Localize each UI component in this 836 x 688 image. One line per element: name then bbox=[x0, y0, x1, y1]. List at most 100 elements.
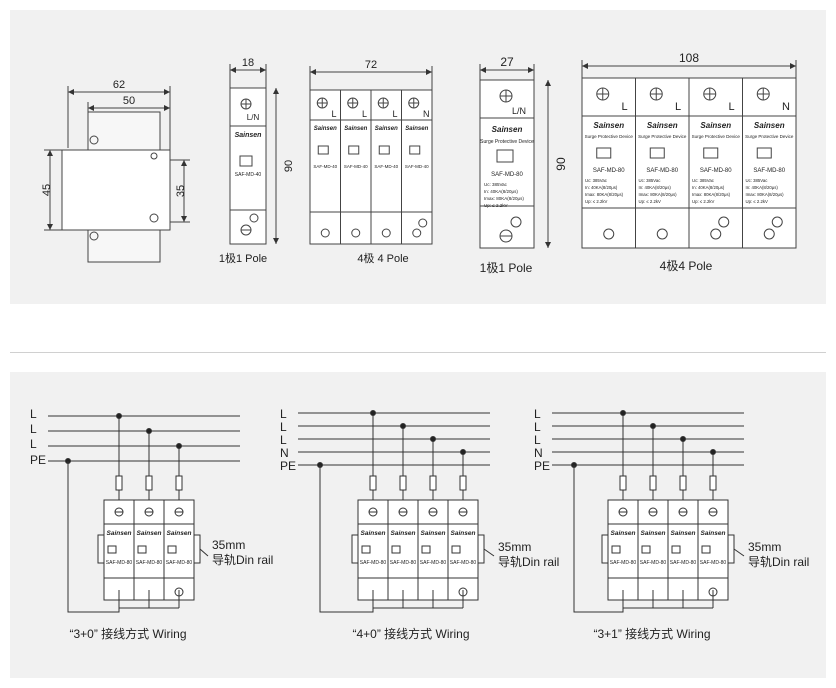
section-divider bbox=[10, 352, 826, 353]
pole-module bbox=[742, 77, 797, 249]
brand-label: Sainsen bbox=[361, 530, 386, 537]
pe-return-wire bbox=[573, 465, 624, 613]
spec-line: Up: ≤ 2.2kV bbox=[585, 199, 608, 204]
line-label-pe-b: PE bbox=[280, 459, 296, 473]
brand-label: Sainsen bbox=[754, 121, 785, 130]
brand-label: Sainsen bbox=[167, 530, 192, 537]
spec-in-1pole: In: 40KA(8/20μs) bbox=[484, 189, 518, 194]
model-1pole-large: SAF-MD-80 bbox=[491, 172, 523, 178]
line-label-n-c: N bbox=[534, 446, 543, 460]
spd-module bbox=[163, 499, 195, 601]
caption-wiring-3-0: “3+0” 接线方式 Wiring bbox=[69, 626, 186, 641]
terminal-screw-icon bbox=[763, 228, 775, 240]
spec-line: In: 40KA(8/20μs) bbox=[639, 185, 672, 190]
pole-module bbox=[688, 77, 743, 249]
dim-35-label: 35 bbox=[175, 185, 187, 197]
spec-line: Uc: 385Vac bbox=[585, 178, 608, 183]
spd-module bbox=[447, 499, 479, 601]
fuse-icon bbox=[369, 475, 377, 491]
status-window bbox=[703, 147, 719, 159]
side-view-drawing bbox=[44, 86, 190, 263]
brand-label: Sainsen bbox=[611, 530, 636, 537]
pole-label: L bbox=[332, 109, 337, 119]
model-label: SAF-MD-80 bbox=[700, 560, 727, 566]
dim-90-small: 90 bbox=[283, 160, 295, 172]
spd-module bbox=[667, 499, 699, 601]
din-rail-mm-c: 35mm bbox=[748, 540, 781, 554]
caption-4pole-small: 4极 4 Pole bbox=[357, 251, 408, 265]
dim-62-label: 62 bbox=[113, 79, 125, 91]
spd-module bbox=[133, 499, 165, 601]
spd-module bbox=[417, 499, 449, 601]
ground-symbol-icon bbox=[771, 216, 783, 228]
fuse-icon bbox=[459, 475, 467, 491]
model-label: SAF-MD-80 bbox=[610, 560, 637, 566]
brand-label: Sainsen bbox=[671, 530, 696, 537]
device-label: Surge Protective Device bbox=[638, 134, 687, 139]
spec-line: Up: ≤ 2.2kV bbox=[639, 199, 662, 204]
label-ln-large: L/N bbox=[512, 106, 526, 116]
caption-wiring-4-0: “4+0” 接线方式 Wiring bbox=[352, 626, 469, 641]
line-label-l3-c: L bbox=[534, 433, 541, 447]
dim-27-label: 27 bbox=[500, 55, 514, 69]
model-label: SAF-MD-80 bbox=[700, 168, 732, 174]
model-label: SAF-MD-80 bbox=[106, 560, 133, 566]
brand-label: Sainsen bbox=[137, 530, 162, 537]
line-label-l3-b: L bbox=[280, 433, 287, 447]
junction-dot bbox=[176, 443, 182, 449]
spec-line: In: 40KA(8/20μs) bbox=[585, 185, 618, 190]
fuse-icon bbox=[709, 475, 717, 491]
status-window bbox=[107, 545, 117, 554]
pole-module bbox=[581, 77, 636, 249]
model-label: SAF-MD-80 bbox=[390, 560, 417, 566]
spec-line: Imax: 80KA(8/20μs) bbox=[585, 192, 624, 197]
pole-label: L bbox=[622, 101, 628, 113]
terminal-screw-icon bbox=[412, 228, 422, 238]
model-label: SAF-MD-40 bbox=[405, 164, 429, 169]
line-label-n-b: N bbox=[280, 446, 289, 460]
pole-label: L bbox=[729, 101, 735, 113]
brand-label: Sainsen bbox=[405, 126, 428, 132]
junction-dot bbox=[116, 413, 122, 419]
model-label: SAF-MD-40 bbox=[374, 164, 398, 169]
brand-label: Sainsen bbox=[641, 530, 666, 537]
model-label: SAF-MD-80 bbox=[450, 560, 477, 566]
brand-label: Sainsen bbox=[391, 530, 416, 537]
line-label-l2-a: L bbox=[30, 422, 37, 436]
brand-label: Sainsen bbox=[701, 530, 726, 537]
spec-line: Imax: 80KA(8/20μs) bbox=[639, 192, 678, 197]
din-rail-label-c: 导轨Din rail bbox=[748, 555, 809, 569]
brand-label: Sainsen bbox=[647, 121, 678, 130]
terminal-screw-icon bbox=[656, 228, 668, 240]
caption-4pole-large: 4极4 Pole bbox=[660, 259, 713, 273]
junction-dot bbox=[620, 410, 626, 416]
device-1pole-large: Surge Protective Device bbox=[480, 139, 534, 145]
pole-module bbox=[309, 89, 341, 245]
wiring-4-0: SainsenSAF-MD-80SainsenSAF-MD-80SainsenS… bbox=[298, 410, 495, 613]
pole-label: L bbox=[675, 101, 681, 113]
ground-symbol-icon bbox=[708, 587, 718, 597]
pole-label: L bbox=[362, 109, 367, 119]
caption-wiring-3-1: “3+1” 接线方式 Wiring bbox=[593, 626, 710, 641]
model-label: SAF-MD-40 bbox=[313, 164, 337, 169]
pole-module bbox=[635, 77, 690, 249]
status-window bbox=[391, 545, 401, 554]
spd-module bbox=[103, 499, 135, 601]
model-label: SAF-MD-80 bbox=[640, 560, 667, 566]
line-label-pe-a: PE bbox=[30, 453, 46, 467]
pe-return-wire bbox=[67, 461, 120, 613]
junction-dot bbox=[680, 436, 686, 442]
spd-module bbox=[357, 499, 389, 601]
status-window bbox=[378, 145, 390, 155]
terminal-screw-icon bbox=[381, 228, 391, 238]
module-1pole-large bbox=[479, 64, 551, 249]
terminal-screw-icon bbox=[351, 228, 361, 238]
fuse-icon bbox=[175, 475, 183, 491]
dim-45-label: 45 bbox=[41, 184, 53, 196]
pole-label: N bbox=[423, 109, 430, 119]
module-4pole-small: LSainsenSAF-MD-40LSainsenSAF-MD-40LSains… bbox=[309, 66, 433, 245]
junction-dot bbox=[650, 423, 656, 429]
brand-label: Sainsen bbox=[421, 530, 446, 537]
terminal-screw-icon bbox=[710, 228, 722, 240]
status-window bbox=[317, 145, 329, 155]
